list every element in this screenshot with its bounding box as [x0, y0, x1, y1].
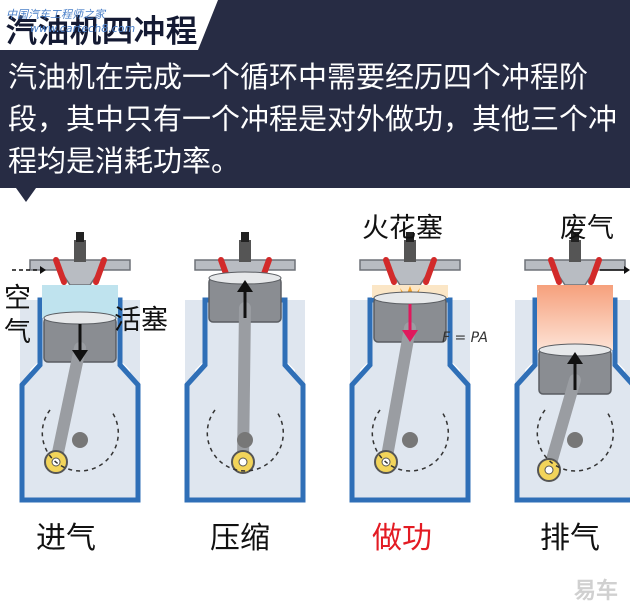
spark-plug — [404, 240, 416, 262]
yiche-logo: 易车 — [573, 579, 618, 604]
intake-valve — [383, 257, 397, 285]
cylinder-exhaust — [514, 232, 630, 503]
crankshaft-center — [402, 432, 418, 448]
piston-top — [373, 291, 447, 305]
rotation-arc — [41, 409, 119, 472]
intake-air-arrowhead — [40, 266, 46, 274]
exhaust-label: 废气 — [560, 213, 614, 244]
cylinder-compression — [184, 232, 306, 503]
page-title: 汽油机四冲程 — [6, 14, 198, 50]
spark-plug — [569, 240, 581, 262]
motion-arrow-head — [72, 350, 88, 362]
spark-plug — [239, 240, 251, 262]
cylinder-head — [29, 259, 131, 286]
spark-plug-label: 火花塞 — [362, 213, 443, 244]
piston-label: 活塞 — [114, 305, 168, 336]
exhaust-arrowhead — [624, 266, 630, 274]
crankcase-body — [349, 297, 471, 503]
combustion-chamber — [537, 285, 613, 350]
air-label: 空气 — [4, 283, 31, 348]
exhaust-valve — [588, 257, 602, 285]
description: 汽油机在完成一个循环中需要经历四个冲程阶段，其中只有一个冲程是对外做功，其他三个… — [8, 60, 618, 178]
spark-plug — [74, 240, 86, 262]
stroke-label-intake: 进气 — [36, 521, 96, 556]
spark-plug-tip — [76, 232, 84, 242]
connecting-rod — [50, 342, 86, 468]
crankshaft-center — [237, 432, 253, 448]
title-tab: 汽油机四冲程 中国汽车工程师之家 www.cartech8.com — [0, 0, 218, 50]
intake-valve — [53, 257, 67, 285]
crank-pin-hole — [238, 457, 248, 467]
intake-valve — [548, 257, 562, 285]
crankshaft-center — [72, 432, 88, 448]
motion-arrow-head — [567, 352, 583, 364]
cylinder-head — [359, 259, 461, 286]
connecting-rod — [380, 322, 416, 468]
header-notch — [16, 188, 36, 202]
spark-plug-tip — [241, 232, 249, 242]
stroke-label-power: 做功 — [372, 521, 432, 556]
watermark-line-2: www.cartech8.com — [30, 22, 136, 35]
cylinder-head — [524, 259, 626, 286]
stroke-label-compression: 压缩 — [210, 521, 270, 556]
motion-arrow-head — [237, 280, 253, 292]
crank-pin-hole — [544, 465, 554, 475]
force-formula: F = PA — [442, 330, 489, 346]
spark-plug-tip — [571, 232, 579, 242]
rotation-arc — [206, 409, 284, 472]
cylinder-intake — [19, 232, 141, 503]
header-banner: 汽油机四冲程 中国汽车工程师之家 www.cartech8.com 汽油机在完成… — [0, 0, 630, 188]
rotation-arc — [536, 409, 614, 472]
rotation-arc — [371, 409, 449, 472]
motion-arrow-head — [402, 330, 418, 342]
spark-plug-tip — [406, 232, 414, 242]
exhaust-valve — [93, 257, 107, 285]
stroke-label-exhaust: 排气 — [540, 521, 600, 556]
crankshaft-center — [567, 432, 583, 448]
title-band — [198, 0, 630, 50]
connecting-rod — [543, 374, 581, 476]
piston-top — [43, 311, 117, 325]
exhaust-valve — [423, 257, 437, 285]
cylinder-power — [349, 232, 471, 503]
engine-diagram — [12, 232, 630, 503]
watermark-line-1: 中国汽车工程师之家 — [6, 8, 105, 21]
